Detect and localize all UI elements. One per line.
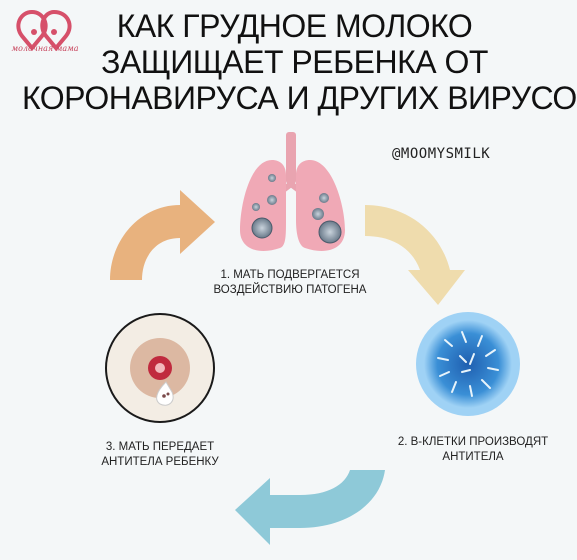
step-1-caption: 1. МАТЬ ПОДВЕРГАЕТСЯ ВОЗДЕЙСТВИЮ ПАТОГЕН…	[195, 268, 385, 298]
step-1-line: ВОЗДЕЙСТВИЮ ПАТОГЕНА	[213, 284, 367, 296]
b-cell-icon	[416, 312, 520, 416]
breast-drop-icon	[105, 313, 215, 423]
title-line: КОРОНАВИРУСА И ДРУГИХ ВИРУСОВ	[22, 80, 577, 116]
logo-icon	[16, 9, 72, 52]
title-line: ЗАЩИЩАЕТ РЕБЕНКА ОТ	[101, 44, 488, 80]
step-1-line: 1. МАТЬ ПОДВЕРГАЕТСЯ	[220, 269, 360, 281]
step-3-line: 3. МАТЬ ПЕРЕДАЕТ	[105, 441, 215, 453]
social-handle: @MOOMYSMILK	[392, 146, 491, 162]
cycle-arrow-blue	[235, 470, 385, 545]
title-line: КАК ГРУДНОЕ МОЛОКО	[116, 8, 473, 44]
lungs-icon	[240, 132, 345, 251]
logo-caption: молочная мама	[11, 44, 79, 53]
step-3-line: АНТИТЕЛА РЕБЕНКУ	[101, 456, 219, 468]
step-2-line: АНТИТЕЛА	[442, 451, 504, 463]
cycle-arrow-cream	[365, 205, 465, 305]
step-3-caption: 3. МАТЬ ПЕРЕДАЕТ АНТИТЕЛА РЕБЕНКУ	[80, 440, 240, 470]
step-2-caption: 2. В-КЛЕТКИ ПРОИЗВОДЯТ АНТИТЕЛА	[378, 435, 568, 465]
step-2-line: 2. В-КЛЕТКИ ПРОИЗВОДЯТ	[397, 436, 549, 448]
page-title: КАК ГРУДНОЕ МОЛОКО ЗАЩИЩАЕТ РЕБЕНКА ОТ К…	[22, 8, 577, 116]
cycle-arrow-orange	[110, 190, 215, 280]
